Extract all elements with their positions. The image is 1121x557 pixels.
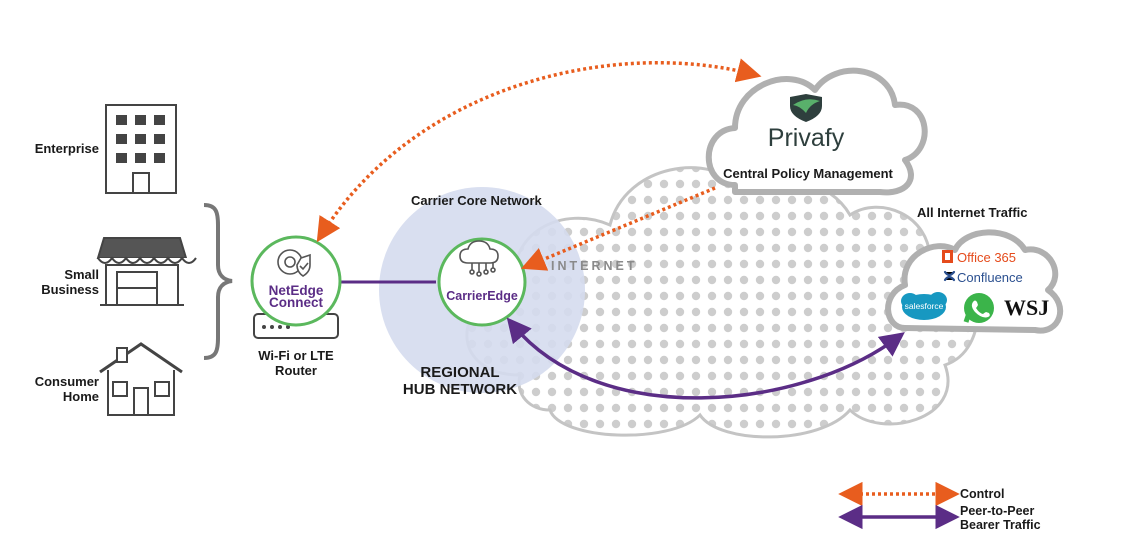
salesforce-icon <box>901 292 947 320</box>
netedge-brand-line1: NetEdge <box>268 283 324 298</box>
enterprise-building-icon <box>105 104 177 194</box>
privafy-caption: Central Policy Management <box>723 166 893 181</box>
router-caption-line2: Router <box>275 363 317 378</box>
office365-label: Office 365 <box>957 250 1017 265</box>
netedge-connect-node <box>250 235 342 327</box>
consumer-home-label-line2: Home <box>62 389 99 404</box>
consumer-home-label-line1: Consumer <box>34 374 99 389</box>
small-business-label-line1: Small <box>64 267 99 282</box>
privafy-brand: Privafy <box>767 124 845 152</box>
regional-hub-label-line2: HUB NETWORK <box>402 381 518 398</box>
carrieredge-node <box>437 237 527 327</box>
privafy-logo-icon <box>790 94 822 122</box>
confluence-label: Confluence <box>957 270 1023 285</box>
legend-bearer-label-line2: Bearer Traffic <box>960 518 1041 532</box>
small-business-label-line2: Business <box>41 282 99 297</box>
whatsapp-icon <box>963 293 994 323</box>
home-icon <box>99 342 183 416</box>
control-arrow-privafy-netedge <box>316 58 762 243</box>
bearer-arrow <box>506 317 905 400</box>
enterprise-label: Enterprise <box>34 141 99 156</box>
sites-bracket <box>203 203 233 360</box>
carrier-core-label: Carrier Core Network <box>411 193 542 208</box>
wsj-label: WSJ <box>1004 295 1050 320</box>
confluence-icon <box>943 270 956 282</box>
gear-shield-icon <box>277 249 311 277</box>
storefront-icon <box>96 237 197 306</box>
traffic-title: All Internet Traffic <box>917 205 1028 220</box>
office365-icon <box>942 250 953 263</box>
traffic-cloud <box>885 229 1064 334</box>
carrieredge-label: CarrierEdge <box>446 289 518 303</box>
netedge-brand-line2: Connect <box>269 295 323 310</box>
legend-control-label: Control <box>960 487 1005 501</box>
router-caption-line1: Wi-Fi or LTE <box>258 348 334 363</box>
internet-label: INTERNET <box>551 259 638 273</box>
regional-hub-label-line1: REGIONAL <box>420 364 500 381</box>
salesforce-label: salesforce <box>904 301 944 311</box>
legend-bearer-label-line1: Peer-to-Peer <box>960 504 1035 518</box>
